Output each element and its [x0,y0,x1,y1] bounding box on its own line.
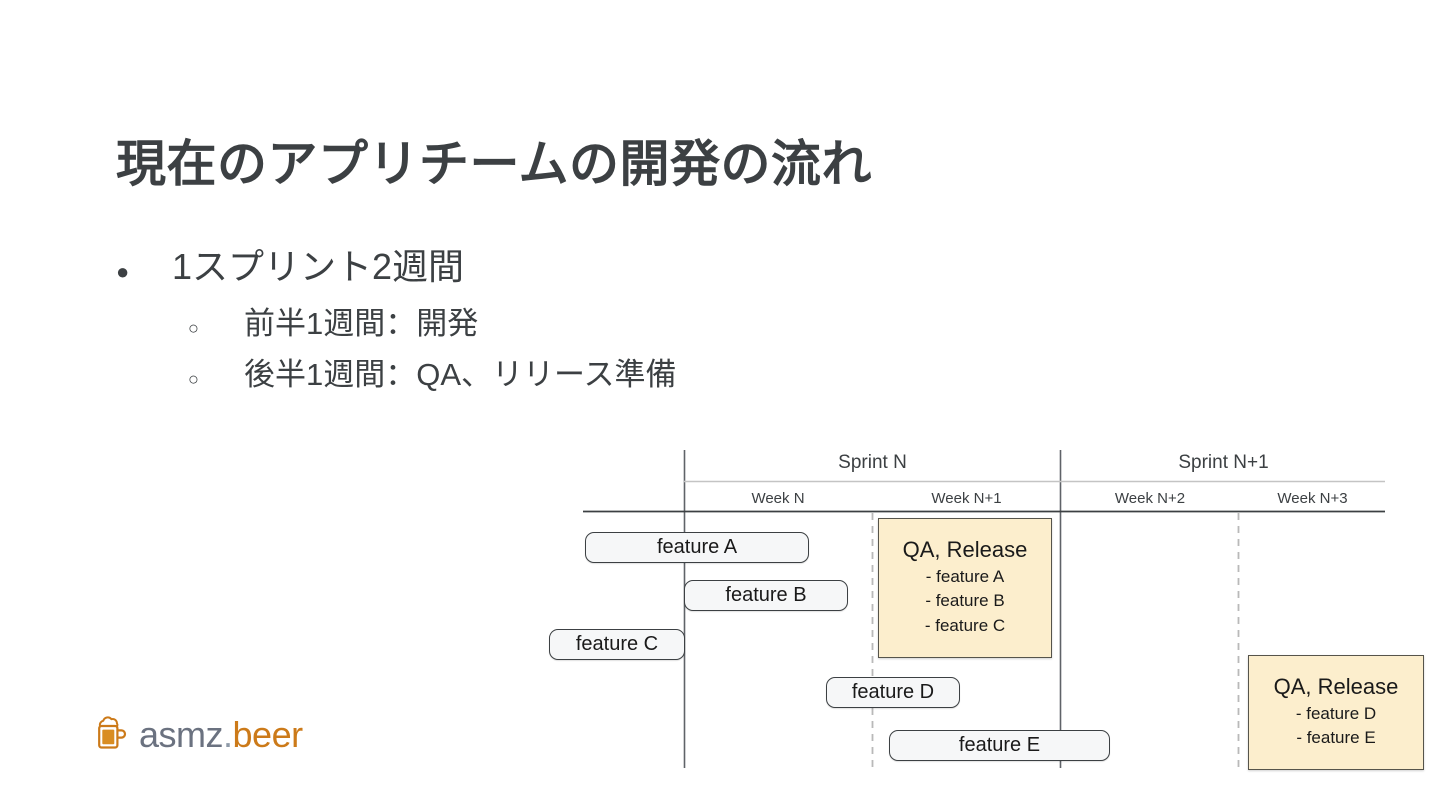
qa-box-item: - feature E [1296,728,1376,748]
page-title: 現在のアプリチームの開発の流れ [116,136,872,192]
feature-bar-c[interactable]: feature C [549,629,685,660]
logo-text-beer: beer [232,714,304,755]
bullet-marker-hollow-icon: ○ [188,318,199,338]
bullet-list: ● 1スプリント2週間 ○ 前半1週間：開発 ○ 後半1週間：QA、リリース準備 [116,238,916,400]
week-header-label: Week N+2 [1114,490,1186,507]
asmz-beer-logo: asmz.beer [93,712,303,758]
bullet-marker-hollow-icon: ○ [188,369,199,389]
week-header-label: Week N+1 [931,490,1002,507]
beer-mug-icon [98,716,127,749]
logo-text-asmz: asmz [139,714,224,755]
qa-box-item: - feature A [925,566,1005,586]
feature-bar-b[interactable]: feature B [684,580,848,611]
bullet-label: 前半1週間：開発 [244,306,479,341]
qa-box-item: - feature D [1295,703,1377,723]
qa-box-title: QA, Release [1273,674,1399,700]
feature-bar-d[interactable]: feature D [826,677,960,708]
week-header-label: Week N [751,490,805,507]
qa-box-item: - feature B [925,591,1005,611]
bullet-label: 後半1週間：QA、リリース準備 [244,357,677,392]
week-header-label: Week N+3 [1277,490,1348,507]
bullet-label: 1スプリント2週間 [172,246,465,287]
feature-bar-a[interactable]: feature A [585,532,809,563]
qa-box-item: - feature C [924,615,1006,635]
bullet-item-1: ● 1スプリント2週間 [116,238,916,290]
logo-wordmark: asmz.beer [139,717,303,753]
sprint-header-label: Sprint N+1 [1178,452,1269,473]
bullet-item-3: ○ 後半1週間：QA、リリース準備 [116,349,916,394]
bullet-marker-filled-icon: ● [116,259,130,284]
qa-box-title: QA, Release [902,537,1028,563]
feature-bar-e[interactable]: feature E [889,730,1110,761]
qa-release-box-sprint-n-plus-1[interactable]: QA, Release - feature D - feature E [1248,655,1424,770]
bullet-item-2: ○ 前半1週間：開発 [116,298,916,343]
sprint-header-label: Sprint N [838,452,907,473]
logo-text-dot: . [223,714,233,755]
qa-release-box-sprint-n[interactable]: QA, Release - feature A - feature B - fe… [878,518,1052,658]
